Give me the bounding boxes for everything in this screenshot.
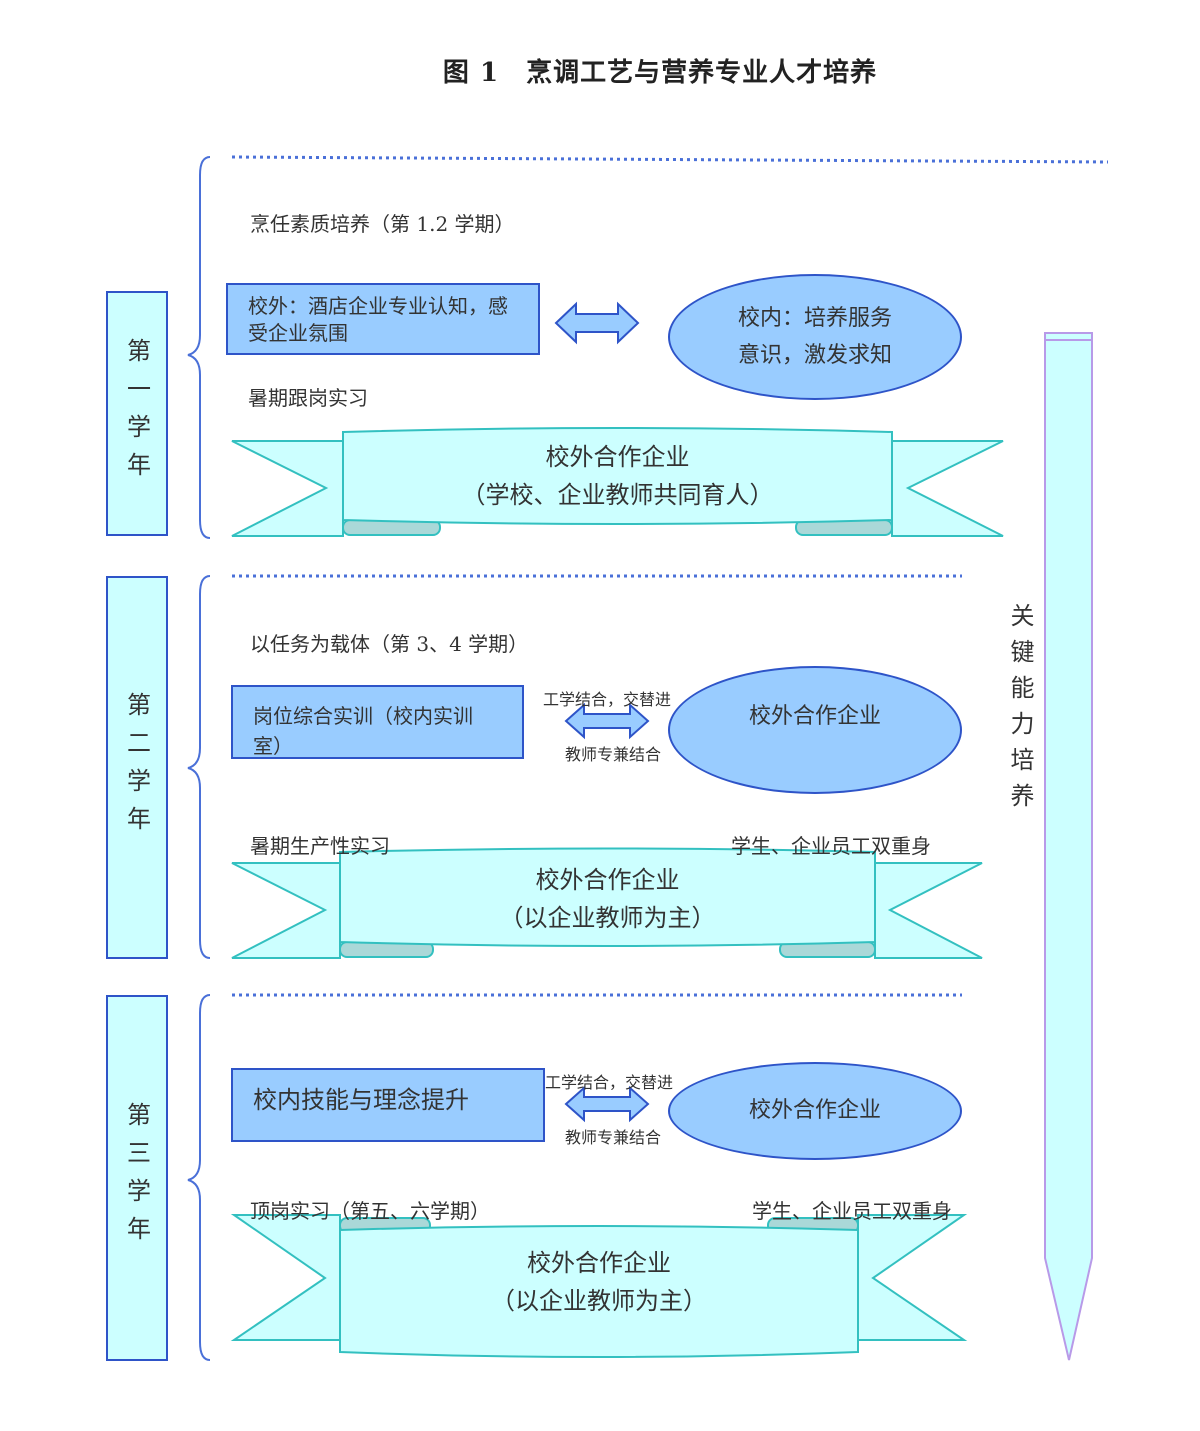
year2-practice-box-text: 岗位综合实训（校内实训室） — [253, 704, 473, 758]
key-ability-label: 关键能力培养 — [1006, 603, 1034, 819]
year3-skill-box-text: 校内技能与理念提升 — [253, 1086, 469, 1114]
year2-stage-label: 以任务为载体（第 3、4 学期） — [250, 632, 529, 656]
banner-year2 — [231, 847, 983, 959]
year3-skill-box: 校内技能与理念提升 — [231, 1068, 545, 1142]
year1-stage-label: 烹任素质培养（第 1.2 学期） — [250, 212, 515, 236]
year3-arrow-bottom-label: 教师专兼结合 — [565, 1128, 662, 1147]
banner-year1 — [231, 427, 1004, 537]
key-ability-arrow — [1044, 332, 1093, 1361]
year-label-2: 第二学年 — [106, 576, 168, 959]
year3-internship-label: 顶岗实习（第五、六学期） — [250, 1199, 490, 1223]
year1-banner-text: 校外合作企业 （学校、企业教师共同育人） — [343, 438, 892, 515]
year1-banner-line1: 校外合作企业 — [545, 443, 690, 471]
year-label-1: 第一学年 — [106, 291, 168, 536]
figure-title: 图 1 烹调工艺与营养专业人才培养 — [442, 58, 878, 88]
year2-dual-identity-label: 学生、企业员工双重身 — [731, 834, 931, 858]
year2-practice-box: 岗位综合实训（校内实训室） — [231, 685, 524, 759]
year3-banner-line2: （以企业教师为主） — [491, 1287, 707, 1316]
year1-banner-line2: （学校、企业教师共同育人） — [461, 481, 774, 510]
year2-ellipse-text: 校外合作企业 — [748, 704, 881, 729]
brace-year1 — [187, 156, 211, 539]
year1-outside-box: 校外：酒店企业专业认知，感受企业氛围 — [226, 283, 540, 355]
year1-summer-label: 暑期跟岗实习 — [248, 386, 368, 410]
year2-banner-text: 校外合作企业 （以企业教师为主） — [340, 861, 875, 938]
year2-banner-line1: 校外合作企业 — [535, 866, 680, 894]
year3-banner-text: 校外合作企业 （以企业教师为主） — [340, 1244, 858, 1321]
year1-outside-box-text: 校外：酒店企业专业认知，感受企业氛围 — [248, 294, 508, 345]
year2-banner-line2: （以企业教师为主） — [499, 904, 716, 933]
year3-ellipse: 校外合作企业 — [668, 1062, 962, 1160]
year3-arrow-top-label: 工学结合，交替进 — [545, 1073, 674, 1092]
year2-arrow-bottom-label: 教师专兼结合 — [565, 745, 662, 764]
double-arrow-year2 — [564, 702, 650, 740]
year2-arrow-top-label: 工学结合，交替进 — [543, 690, 672, 709]
brace-year3 — [187, 994, 211, 1361]
double-arrow-year1 — [554, 301, 640, 345]
brace-year2 — [187, 575, 211, 959]
year-label-1-text: 第一学年 — [122, 337, 151, 490]
dotted-line-year1 — [231, 155, 1109, 164]
year-label-3: 第三学年 — [106, 995, 168, 1361]
year2-ellipse: 校外合作企业 — [668, 666, 962, 794]
year-label-3-text: 第三学年 — [122, 1102, 151, 1254]
year1-inside-ellipse: 校内：培养服务意识，激发求知 — [668, 274, 962, 400]
year3-dual-identity-label: 学生、企业员工双重身 — [752, 1199, 952, 1223]
year3-banner-line1: 校外合作企业 — [527, 1249, 671, 1277]
year2-summer-label: 暑期生产性实习 — [250, 834, 390, 858]
year3-ellipse-text: 校外合作企业 — [748, 1098, 881, 1124]
banner-year3 — [230, 1214, 968, 1358]
year-label-2-text: 第二学年 — [122, 691, 151, 844]
year1-inside-ellipse-text: 校内：培养服务意识，激发求知 — [737, 305, 892, 368]
double-arrow-year3 — [564, 1085, 650, 1123]
